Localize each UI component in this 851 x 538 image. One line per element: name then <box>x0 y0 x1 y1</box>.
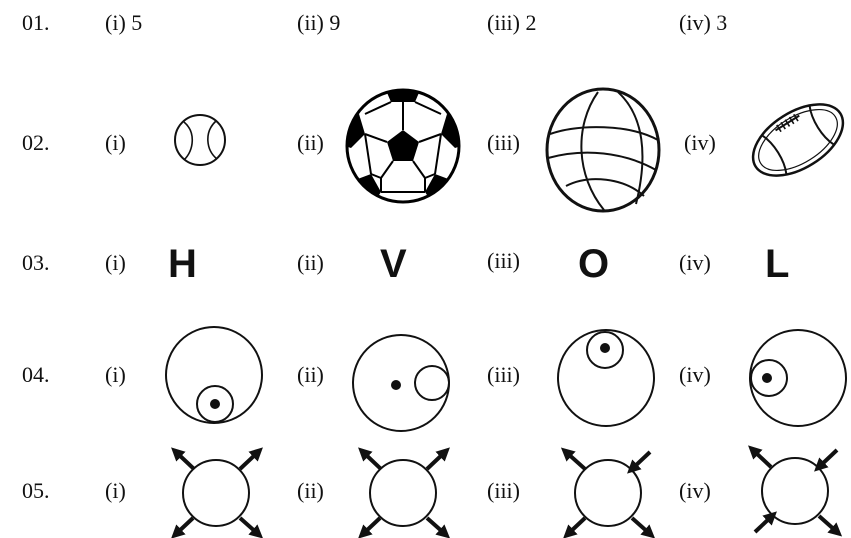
option-label: (iii) 2 <box>487 10 537 35</box>
option-label: (iii) <box>487 248 520 273</box>
soccer-ball-icon <box>345 88 461 204</box>
option-label: (i) <box>105 478 126 503</box>
option-label: (iii) <box>487 362 520 387</box>
option-label: (iii) <box>487 130 520 155</box>
option-label: (ii) <box>297 130 324 155</box>
letter-v: V <box>380 242 407 286</box>
option-label: (iv) <box>679 478 711 503</box>
option-label: (iv) <box>679 250 711 275</box>
circle-small-circle-left-icon <box>749 329 847 427</box>
american-football-icon <box>751 103 845 177</box>
row-number: 04. <box>22 362 50 387</box>
letter-o: O <box>578 242 610 286</box>
option-label: (ii) <box>297 250 324 275</box>
circle-small-circle-right-icon <box>352 334 450 432</box>
option-label: (iii) <box>487 478 520 503</box>
option-label: (iv) <box>679 362 711 387</box>
basketball-icon <box>545 87 661 213</box>
tennis-ball-icon <box>174 114 226 166</box>
circle-small-circle-top-icon <box>557 329 655 427</box>
circle-arrows-mixed-icon <box>748 445 843 537</box>
letter-h: H <box>168 242 197 286</box>
row-number: 02. <box>22 130 50 155</box>
option-label: (ii) <box>297 362 324 387</box>
circle-arrows-outward-icon <box>358 447 451 538</box>
row-number: 03. <box>22 250 50 275</box>
letter-l: L <box>765 242 790 286</box>
option-label: (iv) 3 <box>679 10 728 35</box>
row-number: 01. <box>22 10 50 35</box>
circle-arrows-outward-icon <box>171 447 264 538</box>
option-label: (iv) <box>684 130 716 155</box>
circle-arrows-mixed-icon <box>560 447 656 538</box>
option-label: (i) <box>105 250 126 275</box>
row-number: 05. <box>22 478 50 503</box>
option-label: (i) <box>105 362 126 387</box>
option-label: (i) 5 <box>105 10 143 35</box>
option-label: (ii) 9 <box>297 10 341 35</box>
option-label: (i) <box>105 130 126 155</box>
option-label: (ii) <box>297 478 324 503</box>
circle-small-circle-bottom-icon <box>165 326 263 424</box>
